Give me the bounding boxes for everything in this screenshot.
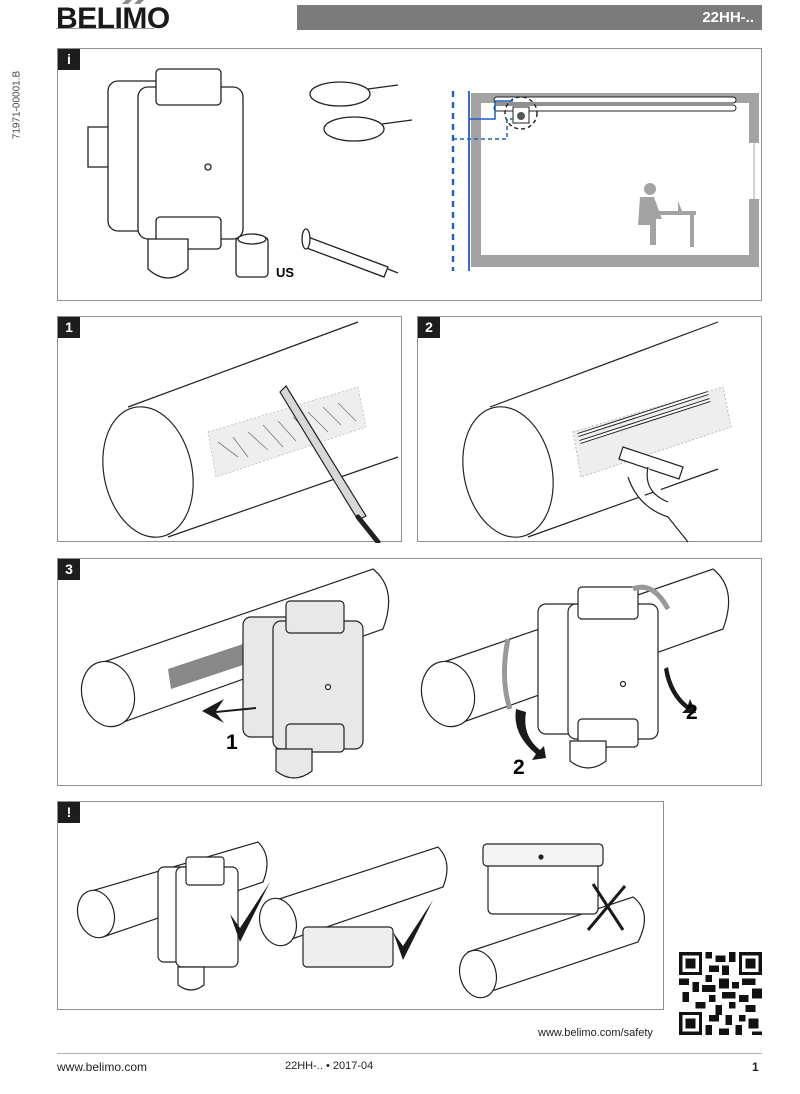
step1-panel: 1: [57, 316, 402, 543]
safety-link[interactable]: www.belimo.com/safety: [538, 1027, 653, 1039]
arrow-label-1: 1: [226, 731, 238, 754]
info-badge: i: [58, 49, 80, 70]
step2-panel: 2: [417, 316, 762, 543]
qr-code-icon[interactable]: [679, 952, 762, 1035]
step3-panel: 3 1: [57, 558, 762, 786]
page-number: 1: [752, 1060, 759, 1074]
syringe-icon: [301, 228, 399, 278]
footer-divider: [57, 1053, 762, 1054]
info-panel: i US: [57, 48, 762, 301]
pipe-icon: [102, 321, 399, 538]
footer-doc-ref: 22HH-.. • 2017-04: [285, 1060, 374, 1072]
sensor-device-icon: [537, 586, 659, 769]
checkmark-icon: [393, 900, 433, 960]
step2-badge: 2: [418, 317, 440, 338]
logo-underline: [56, 28, 154, 29]
heat-paste-strips: [168, 644, 246, 689]
cable-tie-icon: [501, 584, 671, 710]
document-id: 71971-00001.B: [11, 70, 23, 140]
adapter-fitting-icon: [235, 233, 269, 278]
arrow-tighten-icon: [515, 709, 546, 760]
arrow-tighten-icon: [664, 667, 696, 713]
cable-tie-icon: [309, 81, 413, 142]
warning-panel: !: [57, 801, 664, 1010]
warning-badge: !: [58, 802, 80, 823]
correct-mounting-side: [76, 841, 268, 991]
sensor-device-icon: [242, 600, 364, 779]
incorrect-mounting-top: [458, 843, 645, 999]
step3-badge: 3: [58, 559, 80, 580]
step2-illustration: [462, 321, 732, 543]
arrow-label-2a: 2: [513, 756, 525, 779]
step1-badge: 1: [58, 317, 80, 338]
warning-illustration: [76, 841, 645, 999]
product-code-bar: 22HH-..: [297, 5, 762, 30]
footer-website-link[interactable]: www.belimo.com: [57, 1060, 148, 1074]
brand-logo: BELIMO: [56, 2, 170, 35]
file-tool-icon: [279, 385, 381, 543]
roughened-surface-area: [572, 386, 732, 478]
arrow-label-2b: 2: [686, 701, 698, 724]
syringe-hand-icon: [618, 446, 689, 543]
cross-icon: [586, 883, 627, 931]
pipe-icon: [462, 321, 719, 538]
person-at-desk-icon: [638, 183, 696, 247]
step1-illustration: [102, 321, 399, 543]
step3-illustration: 1 2 2: [80, 568, 730, 779]
info-illustration: US: [87, 68, 759, 280]
correct-mounting-bottom: [258, 846, 448, 968]
label-us: US: [276, 265, 294, 280]
building-section-diagram: [451, 91, 759, 271]
sensor-device-icon: [87, 68, 244, 279]
logo-mark-icon: [122, 0, 144, 4]
heat-paste-strips: [577, 391, 711, 444]
arrow-push-icon: [202, 699, 256, 723]
